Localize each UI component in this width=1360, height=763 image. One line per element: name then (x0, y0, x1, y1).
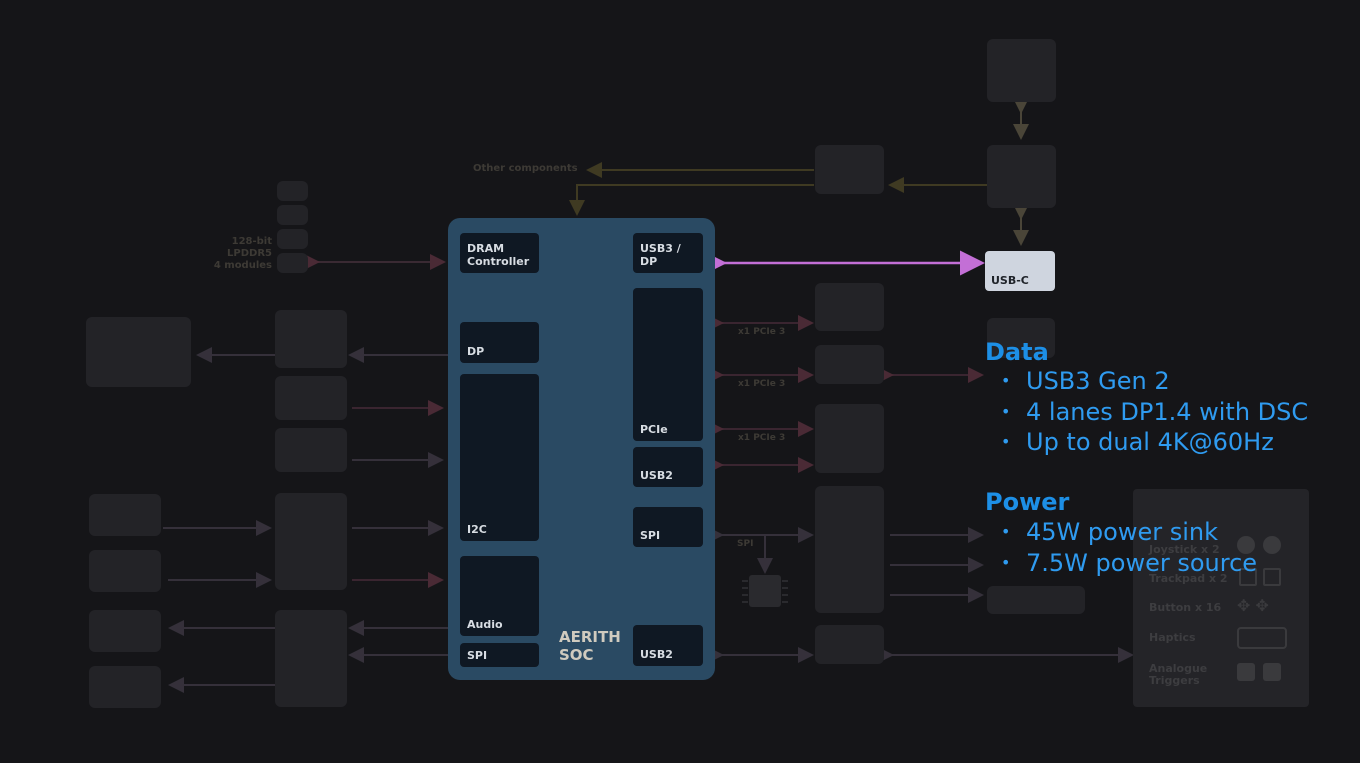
data-item: 4 lanes DP1.4 with DSC (985, 397, 1308, 428)
usb2-device-block (815, 625, 884, 664)
left-block (275, 493, 347, 590)
pcie-lane-label: x1 PCIe 3 (738, 433, 786, 443)
trigger-icon (1263, 663, 1281, 681)
trigger-icon (1237, 663, 1255, 681)
far-left-block (89, 666, 161, 708)
pcie-device-block (815, 345, 884, 384)
left-block (275, 610, 347, 707)
usb3-dp-block: USB3 /DP (633, 233, 703, 273)
right-links (708, 315, 1134, 663)
dpad-icon: ✥ ✥ (1237, 596, 1269, 615)
lpddr-module (277, 181, 308, 201)
data-heading: Data (985, 338, 1049, 366)
other-components-links (569, 162, 987, 216)
right-top-block (987, 145, 1056, 208)
haptics-icon (1237, 627, 1287, 649)
usb2-top-block: USB2 (633, 447, 703, 487)
power-heading: Power (985, 488, 1070, 516)
power-list: 45W power sink 7.5W power source (985, 517, 1257, 578)
far-left-block (89, 610, 161, 652)
trackpad-icon (1263, 568, 1281, 586)
pcie-device-block (815, 283, 884, 331)
power-item: 45W power sink (985, 517, 1257, 548)
i2c-block: I2C (460, 374, 539, 541)
right-top-block (987, 39, 1056, 102)
data-item: USB3 Gen 2 (985, 366, 1308, 397)
dp-block: DP (460, 322, 539, 363)
left-block (275, 428, 347, 472)
lpddr-module (277, 205, 308, 225)
button-label: Button x 16 (1149, 601, 1222, 614)
spi-small-label: SPI (737, 539, 754, 549)
pcie-lane-label: x1 PCIe 3 (738, 379, 786, 389)
audio-block: Audio (460, 556, 539, 636)
pcie-device-block (815, 404, 884, 473)
left-links (163, 347, 454, 693)
left-block (275, 376, 347, 420)
middle-right-block (815, 145, 884, 194)
data-list: USB3 Gen 2 4 lanes DP1.4 with DSC Up to … (985, 366, 1308, 458)
joystick-icon (1263, 536, 1281, 554)
lpddr-module (277, 253, 308, 273)
spi-flash-chip-icon (742, 575, 788, 607)
usb-c-port: USB-C (985, 251, 1055, 291)
lpddr-module (277, 229, 308, 249)
right-side-block (987, 586, 1085, 614)
right-side-block (987, 318, 1055, 358)
spi-right-block: SPI (633, 507, 703, 547)
spi-left-block: SPI (460, 643, 539, 667)
far-left-block (89, 494, 161, 536)
pcie-block: PCIe (633, 288, 703, 441)
left-block (275, 310, 347, 368)
other-components-label: Other components (473, 163, 578, 174)
power-item: 7.5W power source (985, 548, 1257, 579)
usb2-bottom-block: USB2 (633, 625, 703, 666)
display-block (86, 317, 191, 387)
far-left-block (89, 550, 161, 592)
pcie-lane-label: x1 PCIe 3 (738, 327, 786, 337)
haptics-label: Haptics (1149, 631, 1196, 644)
data-item: Up to dual 4K@60Hz (985, 427, 1308, 458)
controller-mcu-block (815, 486, 884, 613)
